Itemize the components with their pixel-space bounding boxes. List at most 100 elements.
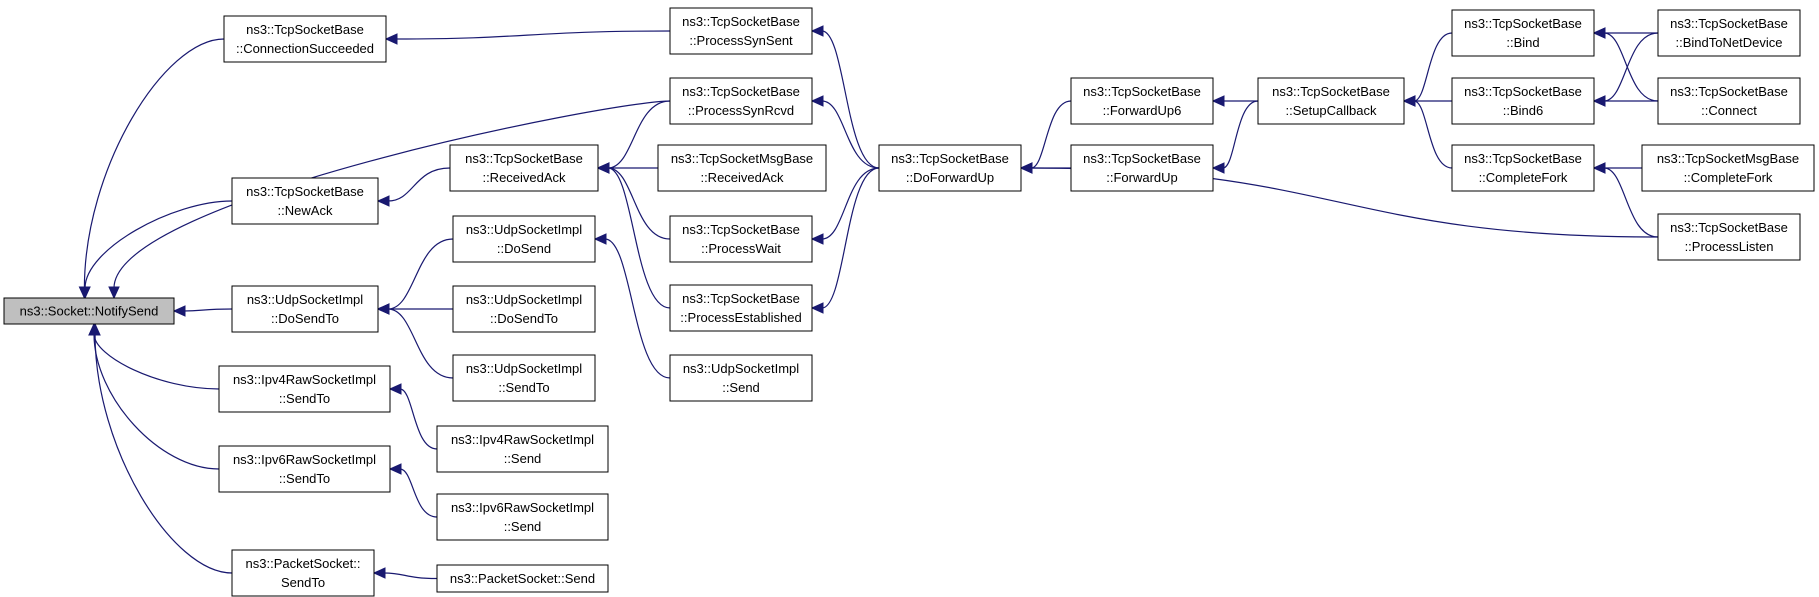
edge-udpdosendto-to-notifysend	[172, 305, 233, 317]
edge-line	[821, 100, 880, 169]
node-setupcb[interactable]: ns3::TcpSocketBase::SetupCallback	[1257, 77, 1405, 125]
node-newack[interactable]: ns3::TcpSocketBase::NewAck	[231, 177, 379, 225]
node-label: ::Bind	[1506, 35, 1539, 50]
edge-arrowhead	[593, 233, 607, 245]
node-label: ns3::TcpSocketBase	[1670, 84, 1788, 99]
edge-procsynrcvd-to-notifysend	[108, 100, 671, 300]
node-msgcompletefork[interactable]: ns3::TcpSocketMsgBase::CompleteFork	[1641, 144, 1815, 192]
node-box	[218, 445, 391, 493]
edge-arrowhead	[372, 567, 386, 579]
node-udpdosendto2[interactable]: ns3::UdpSocketImpl::DoSendTo	[452, 285, 596, 333]
node-label: ::ConnectionSucceeded	[236, 41, 374, 56]
node-label: ns3::TcpSocketBase	[465, 151, 583, 166]
edge-line	[604, 238, 671, 379]
edge-arrowhead	[172, 305, 186, 317]
node-bindnetdev[interactable]: ns3::TcpSocketBase::BindToNetDevice	[1657, 9, 1801, 57]
edge-arrowhead	[384, 33, 398, 45]
node-label: ::ReceivedAck	[482, 170, 566, 185]
node-procestab[interactable]: ns3::TcpSocketBase::ProcessEstablished	[669, 284, 813, 332]
node-box	[1257, 77, 1405, 125]
edge-line	[395, 30, 671, 40]
edge-udpdosend-to-udpdosendto	[376, 238, 454, 315]
node-udpdosend[interactable]: ns3::UdpSocketImpl::DoSend	[452, 215, 596, 263]
edge-doforwardup-to-procwait	[810, 167, 880, 245]
edge-connsucc-to-notifysend	[78, 38, 225, 300]
node-completefork[interactable]: ns3::TcpSocketBase::CompleteFork	[1451, 144, 1595, 192]
node-bind6[interactable]: ns3::TcpSocketBase::Bind6	[1451, 77, 1595, 125]
node-label: ::NewAck	[278, 203, 333, 218]
edge-packetsend-to-packetsendto	[372, 567, 438, 580]
edge-connect-to-bind6	[1592, 95, 1658, 107]
edge-bindnetdev-to-bind6	[1592, 32, 1659, 107]
node-label: ::ProcessEstablished	[680, 310, 801, 325]
edge-forwardup6-to-doforwardup	[1019, 100, 1072, 174]
node-receivedack[interactable]: ns3::TcpSocketBase::ReceivedAck	[449, 144, 599, 192]
node-ipv4send[interactable]: ns3::Ipv4RawSocketImpl::Send	[436, 425, 609, 473]
edge-setupcb-to-forwardup6	[1211, 95, 1259, 107]
edge-line	[93, 333, 220, 470]
node-label: ns3::TcpSocketMsgBase	[1657, 151, 1799, 166]
node-label: ns3::TcpSocketBase	[1083, 151, 1201, 166]
node-box	[1451, 9, 1595, 57]
node-label: ::ProcessListen	[1685, 239, 1774, 254]
edge-line	[113, 100, 671, 289]
node-bind[interactable]: ns3::TcpSocketBase::Bind	[1451, 9, 1595, 57]
node-box	[1657, 77, 1801, 125]
node-label: ::Bind6	[1503, 103, 1543, 118]
edge-line	[1603, 167, 1659, 238]
edge-procestab-to-receivedack	[596, 162, 671, 309]
node-label: ::DoSendTo	[490, 311, 558, 326]
node-packetsend[interactable]: ns3::PacketSocket::Send	[436, 564, 609, 593]
edge-doforwardup-to-procsynsent	[810, 25, 880, 169]
edge-line	[399, 468, 438, 518]
edge-arrowhead	[89, 322, 101, 336]
node-udpsendto[interactable]: ns3::UdpSocketImpl::SendTo	[452, 354, 596, 402]
node-label: ns3::TcpSocketBase	[246, 22, 364, 37]
node-box	[3, 297, 175, 325]
node-label: ::DoForwardUp	[906, 170, 994, 185]
node-box	[436, 564, 609, 593]
node-notifysend[interactable]: ns3::Socket::NotifySend	[3, 297, 175, 325]
node-label: ns3::UdpSocketImpl	[247, 292, 363, 307]
node-proclisten[interactable]: ns3::TcpSocketBase::ProcessListen	[1657, 213, 1801, 261]
node-box	[218, 365, 391, 413]
edge-line	[387, 308, 454, 379]
edge-line	[93, 333, 220, 390]
node-procsynsent[interactable]: ns3::TcpSocketBase::ProcessSynSent	[669, 7, 813, 55]
node-label: ::ProcessSynRcvd	[688, 103, 794, 118]
edges-layer	[78, 25, 1659, 580]
node-label: ::Send	[722, 380, 760, 395]
node-connsucc[interactable]: ns3::TcpSocketBase::ConnectionSucceeded	[223, 15, 387, 63]
node-procwait[interactable]: ns3::TcpSocketBase::ProcessWait	[669, 215, 813, 263]
node-doforwardup[interactable]: ns3::TcpSocketBase::DoForwardUp	[878, 144, 1022, 192]
edge-line	[821, 167, 880, 240]
edge-line	[1413, 32, 1453, 102]
node-box	[1070, 144, 1214, 192]
node-label: ns3::Ipv6RawSocketImpl	[451, 500, 594, 515]
node-msgrecvack[interactable]: ns3::TcpSocketMsgBase::ReceivedAck	[657, 144, 827, 192]
node-udpsend[interactable]: ns3::UdpSocketImpl::Send	[669, 354, 813, 402]
node-udpdosendto[interactable]: ns3::UdpSocketImpl::DoSendTo	[231, 285, 379, 333]
node-packetsendto[interactable]: ns3::PacketSocket::SendTo	[231, 549, 375, 597]
edge-line	[399, 388, 438, 450]
node-label: ::Connect	[1701, 103, 1757, 118]
node-ipv4sendto[interactable]: ns3::Ipv4RawSocketImpl::SendTo	[218, 365, 391, 413]
node-connect[interactable]: ns3::TcpSocketBase::Connect	[1657, 77, 1801, 125]
node-forwardup6[interactable]: ns3::TcpSocketBase::ForwardUp6	[1070, 77, 1214, 125]
node-label: ::DoSendTo	[271, 311, 339, 326]
edge-line	[821, 30, 880, 169]
node-label: ns3::UdpSocketImpl	[466, 361, 582, 376]
node-label: ns3::TcpSocketBase	[682, 291, 800, 306]
node-box	[1641, 144, 1815, 192]
node-ipv6send[interactable]: ns3::Ipv6RawSocketImpl::Send	[436, 493, 609, 541]
edge-proclisten-to-completefork	[1592, 162, 1659, 238]
nodes-layer: ns3::Socket::NotifySend ns3::TcpSocketBas…	[3, 7, 1815, 597]
edge-ipv4send-to-ipv4sendto	[388, 383, 438, 450]
node-ipv6sendto[interactable]: ns3::Ipv6RawSocketImpl::SendTo	[218, 445, 391, 493]
node-procsynrcvd[interactable]: ns3::TcpSocketBase::ProcessSynRcvd	[669, 77, 813, 125]
node-label: ns3::TcpSocketBase	[1464, 151, 1582, 166]
edge-line	[387, 167, 451, 202]
edge-arrowhead	[810, 95, 824, 107]
node-forwardup[interactable]: ns3::TcpSocketBase::ForwardUp	[1070, 144, 1214, 192]
